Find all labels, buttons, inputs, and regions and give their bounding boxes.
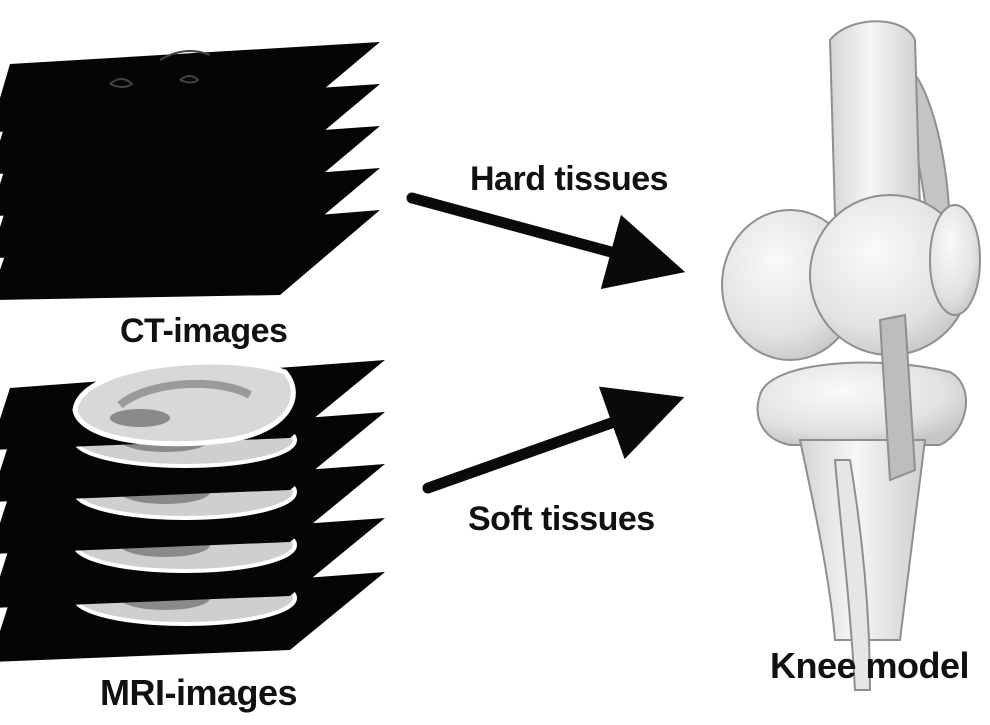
knee-model-label: Knee model [770, 645, 969, 687]
arrow-icon [412, 198, 648, 262]
soft-tissues-label: Soft tissues [468, 500, 655, 539]
arrow-icon [428, 410, 648, 488]
ct-images-label: CT-images [120, 312, 287, 351]
knee-3d-model-icon [722, 21, 980, 690]
mri-slice-stack-icon [0, 360, 385, 662]
ct-slice-stack-icon [0, 42, 380, 300]
hard-tissues-label: Hard tissues [470, 160, 668, 199]
mri-images-label: MRI-images [100, 672, 297, 714]
